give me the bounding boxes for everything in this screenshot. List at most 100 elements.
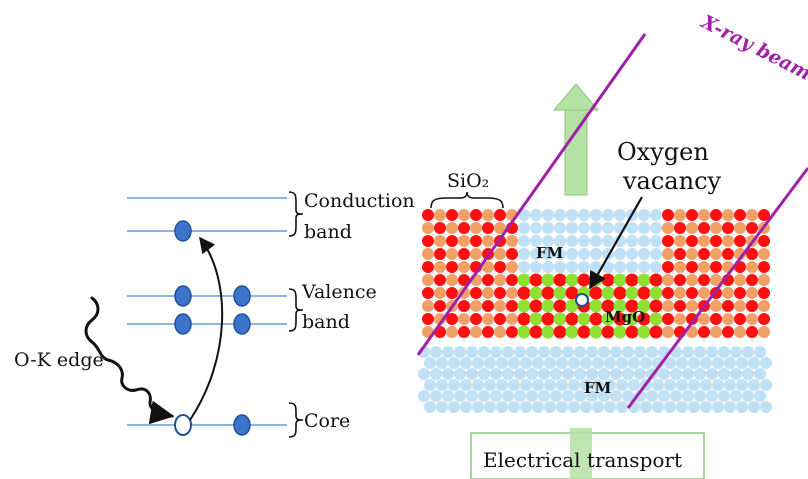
sio2-atom <box>710 248 722 260</box>
sio2-atom <box>734 209 746 221</box>
sio2-atom <box>506 287 518 299</box>
fm-atom <box>484 379 496 391</box>
fm-atom <box>640 401 652 413</box>
sio2-atom <box>422 313 434 325</box>
sio2-atom <box>758 261 770 273</box>
fm-atom <box>542 235 554 247</box>
fm-atom <box>518 261 530 273</box>
fm-atom <box>580 357 592 369</box>
sio2-atom <box>662 248 674 260</box>
fm-atom <box>520 357 532 369</box>
fm-atom <box>610 346 622 358</box>
fm-atom <box>578 222 590 234</box>
mgo-atom <box>589 286 603 300</box>
valence-label-line1: Valence <box>301 281 377 303</box>
fm-atom <box>554 248 566 260</box>
fm-atom <box>598 346 610 358</box>
valence-brace <box>288 288 304 332</box>
valence-label-line2: band <box>302 311 350 333</box>
fm-atom <box>712 357 724 369</box>
mgo-atom <box>553 286 567 300</box>
fm-atom <box>518 222 530 234</box>
fm-atom <box>448 357 460 369</box>
sio2-atom <box>458 248 470 260</box>
sio2-atom <box>734 326 746 338</box>
mgo-atom <box>637 286 651 300</box>
fm-atom <box>622 390 634 402</box>
core-electron <box>233 414 251 436</box>
fm-atom <box>562 390 574 402</box>
fm-atom <box>508 379 520 391</box>
fm-atom <box>590 222 602 234</box>
sio2-atom <box>458 235 470 247</box>
mgo-atom <box>517 273 531 287</box>
fm-atom <box>622 368 634 380</box>
fm-atom <box>700 379 712 391</box>
x-ray-beam-label: X-ray beam <box>697 10 808 84</box>
sio2-atom <box>458 209 470 221</box>
fm-atom <box>460 379 472 391</box>
mgo-atom <box>565 286 579 300</box>
sio2-atom <box>734 313 746 325</box>
fm-atom <box>530 248 542 260</box>
fm-atom <box>694 368 706 380</box>
fm-atom <box>550 346 562 358</box>
sio2-atom <box>686 313 698 325</box>
fm-atom <box>736 357 748 369</box>
fm-atom <box>712 379 724 391</box>
fm-atom <box>754 390 766 402</box>
fm-atom <box>442 390 454 402</box>
fm-atom <box>544 379 556 391</box>
fm-atom <box>538 390 550 402</box>
sio2-atom <box>662 222 674 234</box>
fm-atom <box>490 368 502 380</box>
fm-atom <box>610 368 622 380</box>
sio2-atom <box>674 222 686 234</box>
sio2-atom <box>494 222 506 234</box>
fm-atom <box>442 346 454 358</box>
sio2-atom <box>710 261 722 273</box>
mgo-atom <box>637 299 651 313</box>
mgo-atom <box>613 325 627 339</box>
mgo-atom <box>541 299 555 313</box>
mgo-atom <box>625 286 639 300</box>
sio2-atom <box>710 313 722 325</box>
mgo-atom <box>577 312 591 326</box>
sio2-atom <box>710 209 722 221</box>
mgo-atom <box>637 273 651 287</box>
sio2-atom <box>746 287 758 299</box>
sio2-atom <box>446 274 458 286</box>
oxygen-vacancy-label-line2: vacancy <box>622 167 722 195</box>
mgo-atom <box>553 312 567 326</box>
fm-atom <box>496 379 508 391</box>
fm-atom <box>628 379 640 391</box>
sio2-atom <box>494 326 506 338</box>
sio2-atom <box>722 300 734 312</box>
fm-atom <box>436 401 448 413</box>
fm-atom <box>610 390 622 402</box>
fm-atom <box>526 390 538 402</box>
sio2-atom <box>446 326 458 338</box>
sio2-atom <box>686 222 698 234</box>
sio2-atom <box>734 274 746 286</box>
sio2-atom <box>758 209 770 221</box>
fm-atom <box>544 357 556 369</box>
sio2-atom <box>686 300 698 312</box>
sio2-atom <box>734 235 746 247</box>
electrical-transport-label: Electrical transport <box>483 448 682 472</box>
mgo-atom <box>613 286 627 300</box>
fm-atom <box>478 368 490 380</box>
fm-atom <box>520 401 532 413</box>
fm-atom <box>634 368 646 380</box>
fm-atom <box>566 235 578 247</box>
sio2-atom <box>482 274 494 286</box>
sio2-atom <box>458 326 470 338</box>
fm-atom <box>542 209 554 221</box>
sio2-atom <box>746 248 758 260</box>
fm-atom <box>694 390 706 402</box>
sio2-atom <box>494 261 506 273</box>
sio2-atom <box>422 235 434 247</box>
fm-atom <box>590 248 602 260</box>
fm-atom <box>626 248 638 260</box>
fm-atom <box>586 368 598 380</box>
